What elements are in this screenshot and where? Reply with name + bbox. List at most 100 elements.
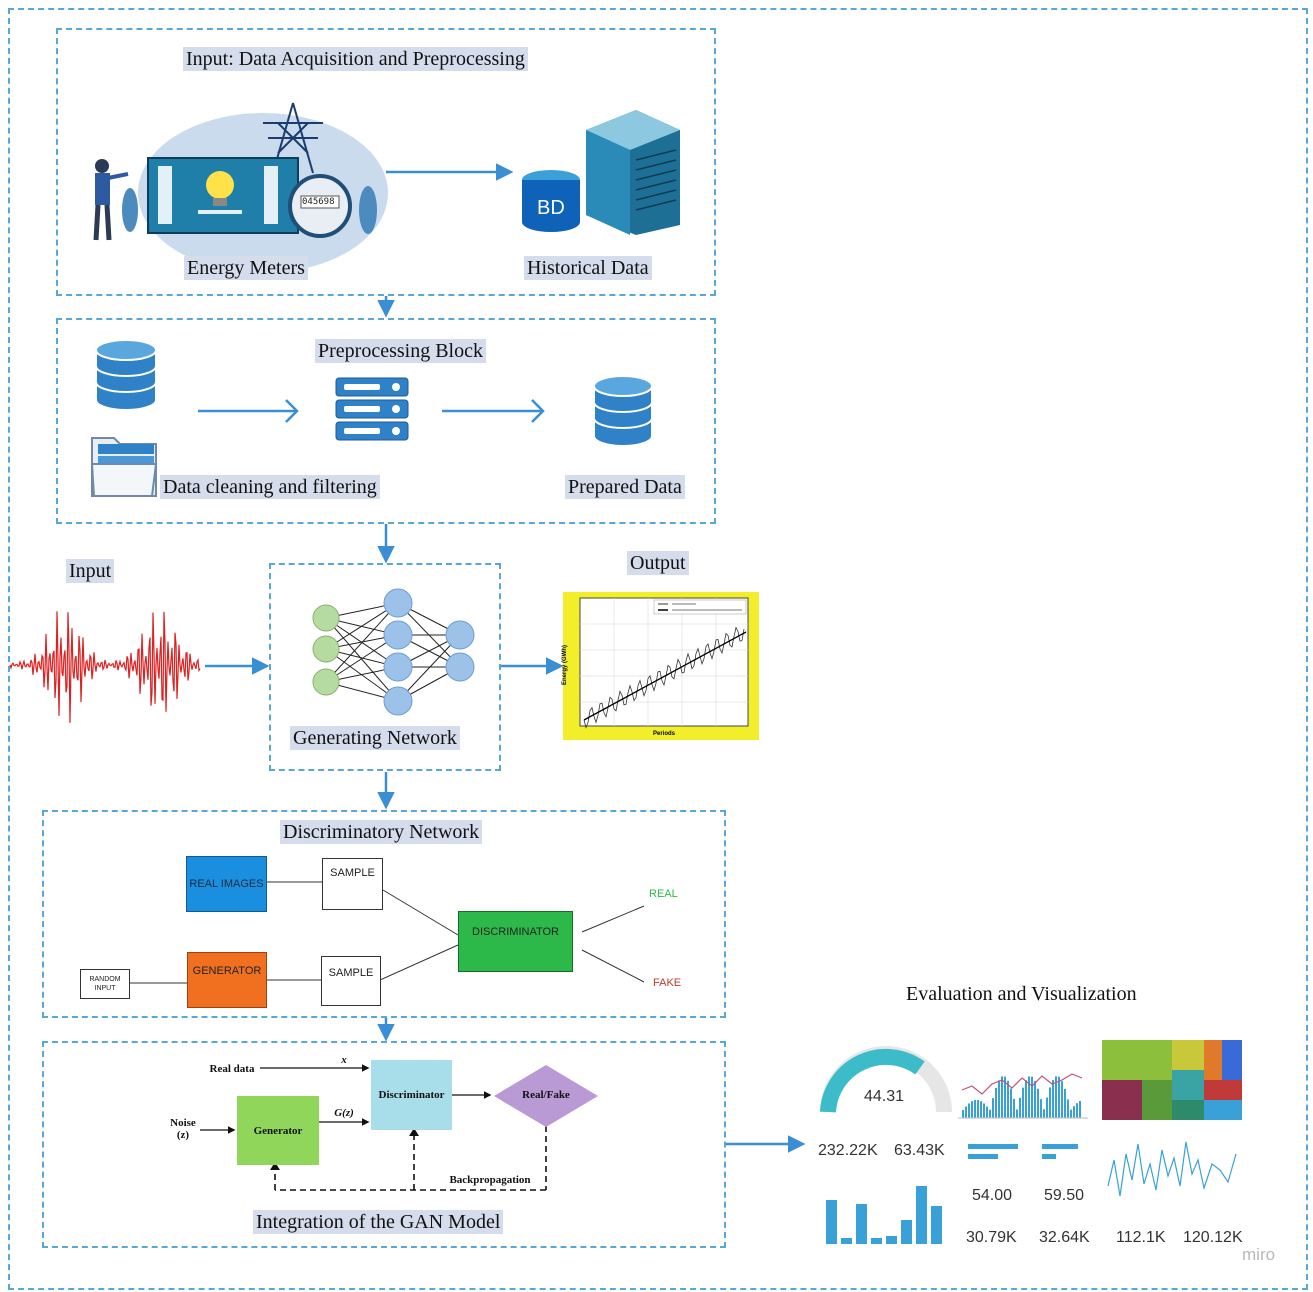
combo-bar: [1049, 1087, 1051, 1118]
miro-watermark: miro: [1242, 1245, 1276, 1264]
hbar-chart: [958, 1140, 1088, 1180]
combo-bar: [1016, 1109, 1018, 1118]
backprop-label: Backpropagation: [449, 1174, 531, 1186]
folder-icon: [90, 437, 158, 497]
combo-bar: [1040, 1099, 1042, 1118]
sample-box-top: SAMPLE: [322, 858, 383, 910]
real-data-label: Real data: [209, 1063, 255, 1075]
combo-bar: [1034, 1080, 1036, 1118]
generating-network-label: Generating Network: [290, 726, 460, 750]
combo-bar: [1007, 1080, 1009, 1118]
output-plot-xlabel: Periods: [653, 731, 676, 737]
combo-bar: [980, 1101, 982, 1118]
integration-box: [42, 1041, 726, 1248]
combo-bar: [1031, 1076, 1033, 1118]
combo-bar: [977, 1099, 979, 1118]
combo-bar: [1028, 1076, 1030, 1118]
column-bar: [886, 1236, 897, 1244]
sparkline-chart: [1107, 1141, 1237, 1197]
kpi-4: 59.50: [1044, 1187, 1085, 1204]
input-acquisition-title: Input: Data Acquisition and Preprocessin…: [183, 47, 528, 71]
discriminatory-box: [42, 810, 726, 1018]
gan-generator-box: Generator: [237, 1096, 319, 1165]
combo-bar: [1052, 1080, 1054, 1118]
combo-bar: [971, 1101, 973, 1118]
gan-realfake-label: Real/Fake: [522, 1089, 570, 1101]
kpi-8: 120.12K: [1183, 1229, 1243, 1246]
combo-bar: [983, 1103, 985, 1118]
column-bar: [931, 1206, 942, 1244]
x-label: x: [341, 1054, 347, 1066]
kpi-6: 32.64K: [1039, 1229, 1090, 1246]
combo-bar: [1079, 1100, 1081, 1118]
combo-bar: [989, 1109, 991, 1118]
combo-bar: [974, 1099, 976, 1118]
combo-bar: [1013, 1098, 1015, 1118]
combo-bar: [998, 1080, 1000, 1118]
combo-bar: [1004, 1076, 1006, 1118]
preprocessing-title: Preprocessing Block: [315, 339, 486, 363]
column-bar: [871, 1238, 882, 1244]
combo-bar: [1037, 1088, 1039, 1118]
input-signal-waveform: [9, 611, 201, 723]
combo-bar: [968, 1103, 970, 1118]
input-label: Input: [66, 559, 115, 583]
z-label: (z): [176, 1129, 190, 1141]
prepared-data-label: Prepared Data: [565, 475, 685, 499]
column-bar: [856, 1204, 867, 1244]
integration-title: Integration of the GAN Model: [253, 1210, 504, 1234]
column-chart: [826, 1186, 942, 1244]
column-bar: [916, 1186, 927, 1244]
real-output-label: REAL: [649, 888, 678, 900]
combo-bar: [995, 1087, 997, 1118]
combo-bar: [1010, 1088, 1012, 1118]
combo-bar: [1055, 1076, 1057, 1118]
server-rack-icon: [335, 377, 409, 441]
combo-bar: [1067, 1099, 1069, 1118]
database-icon: [95, 339, 157, 411]
treemap-chart: [1102, 1040, 1242, 1120]
combo-chart: [958, 1073, 1088, 1119]
random-input-box: RANDOM INPUT: [80, 969, 130, 999]
combo-bar: [992, 1098, 994, 1118]
combo-bar: [1058, 1076, 1060, 1118]
kpi-3: 54.00: [972, 1187, 1013, 1204]
kpi-1: 232.22K: [818, 1142, 878, 1159]
combo-bar: [1025, 1080, 1027, 1118]
output-label: Output: [627, 551, 689, 575]
database-server-icon: [522, 110, 680, 235]
column-bar: [826, 1200, 837, 1244]
energy-meters-illustration: [93, 102, 388, 273]
combo-bar: [1019, 1097, 1021, 1118]
noise-label: Noise: [170, 1117, 196, 1129]
generating-network-box: [269, 563, 501, 771]
combo-bar: [1070, 1109, 1072, 1118]
combo-bar: [1046, 1097, 1048, 1118]
meter-reading: 045698: [302, 197, 335, 207]
bd-label: BD: [537, 197, 565, 219]
historical-data-label: Historical Data: [524, 256, 652, 280]
combo-bar: [1061, 1081, 1063, 1118]
output-plot: [579, 597, 749, 729]
gz-label: G(z): [334, 1107, 354, 1119]
combo-bar: [1076, 1103, 1078, 1118]
gauge-chart: [820, 1046, 952, 1113]
combo-bar: [1043, 1109, 1045, 1118]
prepared-database-icon: [593, 375, 653, 447]
gan-realfake-diamond: [494, 1065, 598, 1127]
combo-bar: [1073, 1106, 1075, 1118]
cleaning-label: Data cleaning and filtering: [160, 475, 380, 499]
gauge-value: 44.31: [864, 1088, 905, 1105]
input-acquisition-box: [56, 28, 716, 296]
discriminatory-title: Discriminatory Network: [280, 820, 483, 844]
combo-bar: [986, 1106, 988, 1118]
kpi-2: 63.43K: [894, 1142, 945, 1159]
generator-box: GENERATOR: [187, 952, 267, 1008]
column-bar: [841, 1238, 852, 1244]
sample-box-bottom: SAMPLE: [321, 956, 381, 1006]
combo-bar: [1001, 1076, 1003, 1118]
